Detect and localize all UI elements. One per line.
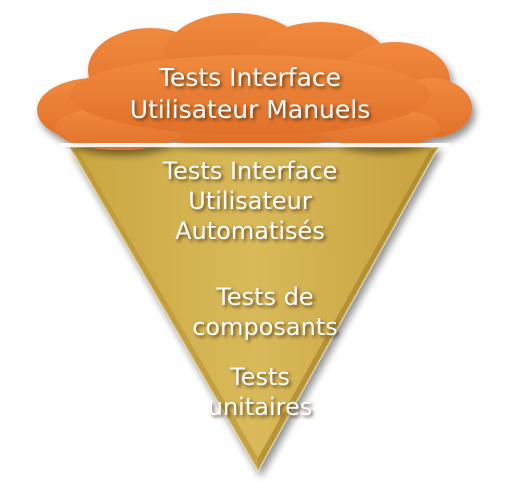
component-tests-line-1: Tests de	[216, 283, 314, 311]
automated-ui-tests-label: Tests Interface Utilisateur Automatisés	[90, 156, 410, 246]
unit-tests-label: Tests unitaires	[150, 362, 370, 422]
component-tests-label: Tests de composants	[150, 282, 380, 342]
automated-ui-tests-line-2: Utilisateur	[188, 187, 312, 215]
automated-ui-tests-line-3: Automatisés	[175, 217, 325, 245]
automated-ui-tests-line-1: Tests Interface	[162, 157, 338, 185]
manual-ui-tests-line-1: Tests Interface	[158, 63, 342, 92]
manual-ui-tests-line-2: Utilisateur Manuels	[129, 95, 371, 124]
inverted-pyramid	[68, 146, 440, 473]
pyramid-bevel-right	[258, 147, 438, 470]
unit-tests-line-2: unitaires	[207, 393, 313, 421]
component-tests-line-2: composants	[192, 313, 338, 341]
cloud-shape	[37, 13, 472, 150]
unit-tests-line-1: Tests	[230, 363, 290, 391]
manual-ui-tests-label: Tests Interface Utilisateur Manuels	[70, 62, 430, 126]
cloud-base-edge	[60, 143, 450, 147]
pyramid-bevel-left	[70, 147, 258, 470]
